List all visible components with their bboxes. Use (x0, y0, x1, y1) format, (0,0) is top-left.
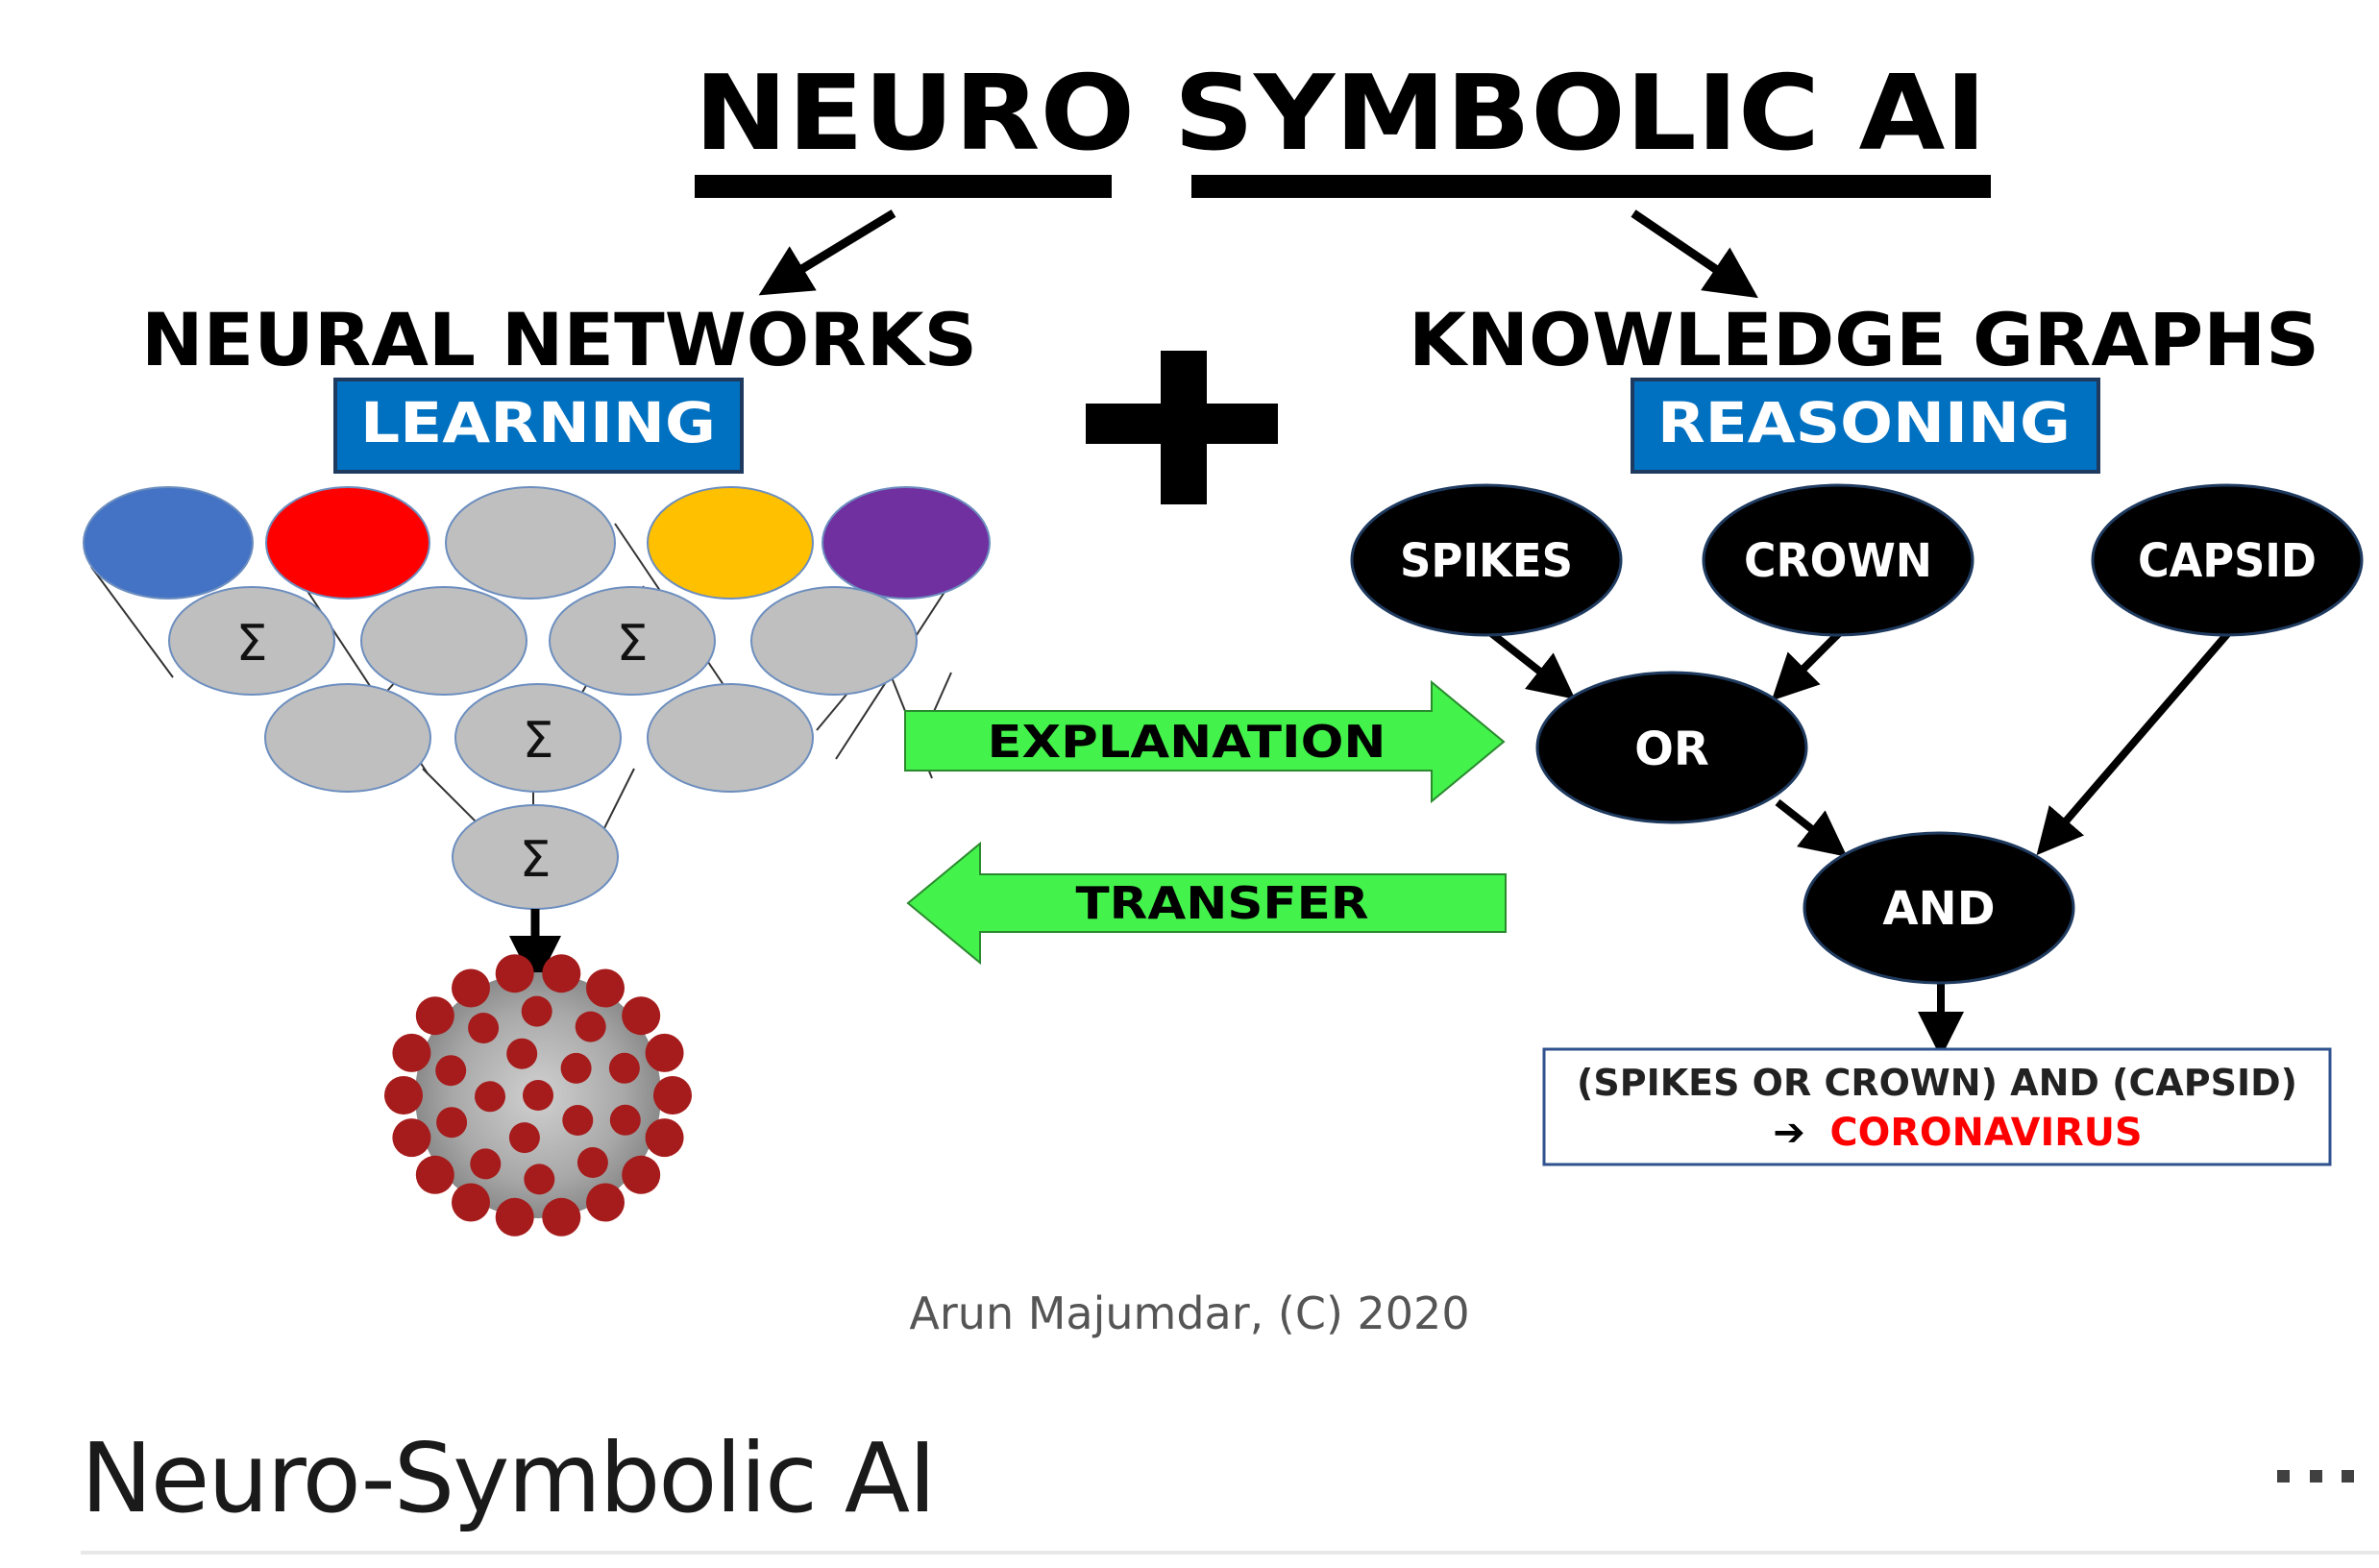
nn-input-node (83, 486, 254, 600)
kg-result-conclusion: CORONAVIRUS (1830, 1111, 2143, 1155)
plus-icon (1086, 351, 1278, 504)
kg-node-label: CROWN (1744, 534, 1932, 588)
branch-arrow-left (758, 209, 896, 296)
sum-symbol: Σ (617, 615, 649, 673)
nn-input-node (647, 486, 814, 600)
nn-hidden-node (750, 586, 918, 696)
sum-symbol: Σ (520, 831, 552, 889)
virus-spike (506, 1038, 538, 1069)
nn-input-node (445, 486, 616, 600)
kg-result-arrow-icon: ➔ (1773, 1111, 1805, 1155)
virus-spike (562, 1105, 594, 1136)
knowledge-graphs-heading: KNOWLEDGE GRAPHS (1409, 297, 2319, 382)
transfer-label: TRANSFER (1076, 877, 1369, 929)
kg-node-label: CAPSID (2138, 534, 2317, 588)
article-title: Neuro-Symbolic AI (81, 1422, 937, 1534)
virus-spike (470, 1148, 502, 1180)
nn-sum-node (168, 586, 335, 696)
virus-spike (653, 1076, 692, 1115)
learning-badge (333, 378, 744, 474)
nn-hidden-node (264, 683, 431, 793)
explanation-arrow: EXPLANATION (904, 679, 1506, 804)
kg-node-or: OR (1535, 671, 1808, 824)
virus-spike (609, 1104, 641, 1136)
kg-node-spikes: SPIKES (1350, 483, 1623, 637)
virus-spike (384, 1076, 423, 1115)
virus-spike (521, 995, 552, 1027)
nn-input-node (822, 486, 991, 600)
kg-node-label: OR (1634, 723, 1709, 776)
kg-node-capsid: CAPSID (2091, 483, 2364, 637)
sum-symbol: Σ (523, 712, 554, 770)
nn-sum-node (549, 586, 716, 696)
virus-spike (452, 968, 490, 1008)
virus-spike (645, 1033, 684, 1072)
coronavirus-image (384, 954, 692, 1237)
neural-networks-heading: NEURAL NETWORKS (141, 297, 977, 382)
virus-spike (576, 1147, 608, 1178)
kg-node-and: AND (1803, 831, 2075, 985)
virus-spike (415, 996, 454, 1036)
virus-spike (575, 1011, 606, 1042)
virus-spike (415, 1155, 454, 1194)
virus-spike (436, 1107, 468, 1139)
virus-spike (495, 1197, 534, 1237)
kg-node-label: AND (1882, 882, 1995, 936)
sum-symbol: Σ (236, 615, 268, 673)
nn-input-layer (83, 486, 991, 600)
learning-badge-label: LEARNING (360, 390, 716, 455)
kg-node-label: SPIKES (1400, 534, 1573, 588)
virus-spike (542, 1197, 581, 1237)
virus-spike (608, 1052, 640, 1084)
virus-spike (586, 1183, 625, 1222)
figure-caption: Arun Majumdar, (C) 2020 (909, 1287, 1470, 1339)
nn-input-node (265, 486, 430, 600)
virus-spike (495, 954, 534, 993)
ellipsis-dot-icon (2309, 1470, 2322, 1482)
nn-sum-node (454, 683, 622, 793)
virus-spike (542, 954, 581, 993)
virus-spike (622, 996, 661, 1036)
title-divider (81, 1551, 2379, 1555)
reasoning-badge-label: REASONING (1657, 390, 2071, 455)
branch-arrow-right (1631, 209, 1758, 299)
virus-spike (468, 1013, 500, 1043)
neuro-symbolic-diagram: NEURO SYMBOLIC AI NEURAL NETWORKS LEARNI… (83, 54, 2364, 1237)
ellipsis-dot-icon (2342, 1470, 2354, 1482)
virus-spike (392, 1033, 431, 1072)
kg-node-crown: CROWN (1702, 483, 1974, 637)
transfer-arrow: TRANSFER (906, 841, 1507, 966)
ellipsis-dot-icon (2277, 1470, 2290, 1482)
virus-spike (645, 1118, 684, 1158)
virus-spike (435, 1055, 467, 1087)
explanation-label: EXPLANATION (988, 716, 1386, 768)
virus-spike (622, 1155, 661, 1194)
reasoning-badge (1631, 378, 2100, 474)
virus-spike (475, 1081, 505, 1113)
nn-hidden-layer-1: Σ Σ (168, 586, 918, 696)
virus-spike (452, 1183, 490, 1222)
kg-result-expression: (SPIKES OR CROWN) AND (CAPSID) (1577, 1062, 2297, 1104)
virus-spike (508, 1122, 540, 1154)
title-underline-right (1191, 175, 1991, 198)
virus-spike (560, 1052, 592, 1084)
nn-hidden-node (647, 683, 814, 793)
nn-hidden-node (360, 586, 527, 696)
diagram-title: NEURO SYMBOLIC AI (695, 54, 1987, 174)
nn-hidden-layer-2: Σ (264, 683, 814, 793)
kg-edges (1484, 625, 2231, 1058)
virus-spike (523, 1080, 553, 1111)
virus-spike (524, 1164, 555, 1195)
virus-spike (392, 1118, 431, 1158)
kg-result-box: (SPIKES OR CROWN) AND (CAPSID) ➔ CORONAV… (1542, 1047, 2332, 1166)
more-options-button[interactable] (2277, 1470, 2354, 1493)
title-underline-left (695, 175, 1112, 198)
virus-spike (586, 968, 625, 1008)
